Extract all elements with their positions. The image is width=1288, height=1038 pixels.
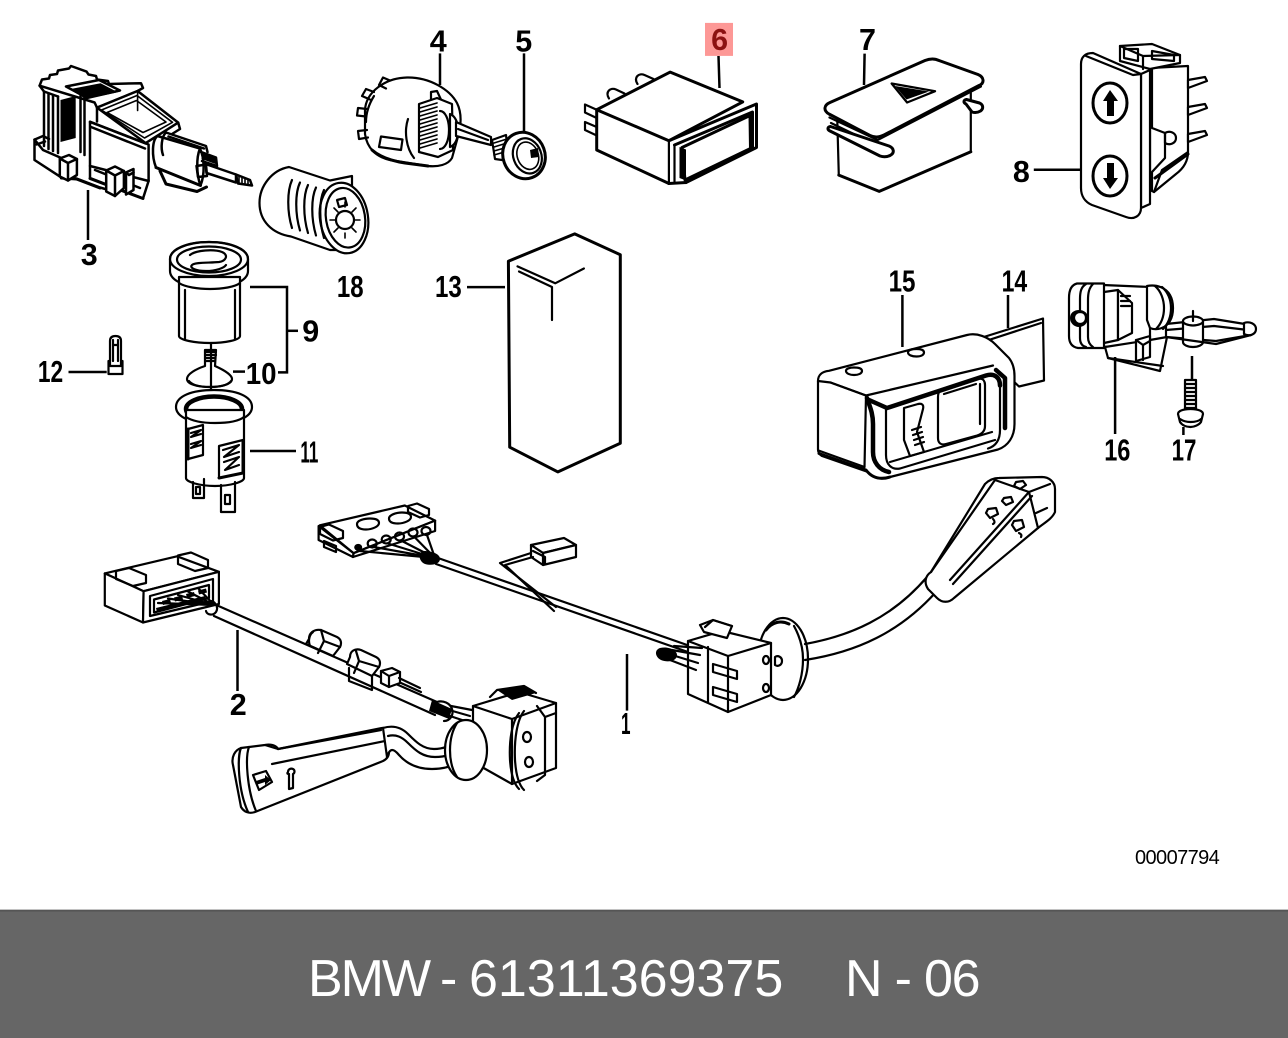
svg-text:61311369375: 61311369375: [469, 950, 783, 1008]
svg-text:5: 5: [515, 25, 532, 59]
svg-text:N - 06: N - 06: [845, 950, 979, 1008]
svg-text:4: 4: [430, 25, 447, 59]
svg-text:14: 14: [1002, 265, 1028, 299]
svg-text:12: 12: [38, 355, 63, 389]
svg-text:1: 1: [621, 707, 631, 741]
svg-text:00007794: 00007794: [1135, 847, 1220, 869]
svg-text:10: 10: [246, 357, 277, 391]
svg-text:18: 18: [337, 270, 364, 304]
svg-text:16: 16: [1104, 433, 1130, 467]
svg-text:9: 9: [302, 315, 319, 349]
svg-text:13: 13: [435, 270, 462, 304]
svg-text:6: 6: [711, 23, 728, 57]
svg-text:-: -: [440, 950, 457, 1008]
svg-text:8: 8: [1013, 155, 1030, 189]
svg-text:17: 17: [1172, 433, 1197, 467]
svg-text:15: 15: [889, 265, 916, 299]
svg-text:2: 2: [230, 688, 247, 722]
svg-text:BMW: BMW: [308, 950, 431, 1008]
svg-text:3: 3: [81, 238, 98, 272]
svg-text:7: 7: [859, 23, 876, 57]
svg-text:11: 11: [300, 436, 318, 470]
